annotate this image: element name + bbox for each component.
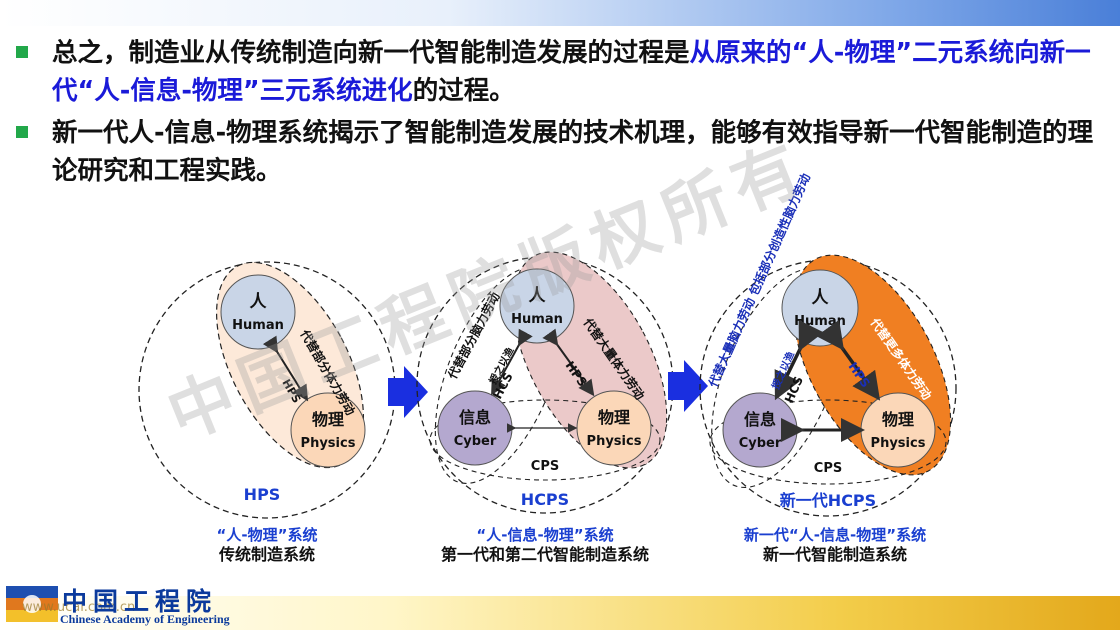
hcps-human-node (499, 268, 575, 344)
hcps-human-en: Human (511, 312, 563, 327)
bullet-marker (16, 126, 28, 138)
hps-human-en: Human (232, 318, 284, 333)
bullet-item-2: 新一代人-信息-物理系统揭示了智能制造发展的技术机理，能够有效指导新一代智能制造… (14, 114, 1114, 190)
hps-physics-node (290, 392, 366, 468)
logo-chinese-name: 中国工程院 (62, 587, 218, 616)
hcps-cyber-cn: 信息 (459, 408, 491, 427)
top-gradient-bar (0, 0, 1120, 26)
hps-physics-cn: 物理 (312, 410, 344, 429)
caption-hcps-type: 第一代和第二代智能制造系统 (440, 545, 649, 564)
hps-link-arrow (262, 335, 309, 402)
new-hcps-hps-ellipse (792, 254, 952, 476)
hcps-physics-cn: 物理 (598, 408, 630, 427)
hps-system-label: HPS (244, 485, 281, 504)
logo-url-watermark: www.ucai.com.cn (22, 600, 136, 615)
new-hcps-human-node (781, 269, 859, 347)
bullet-item-1: 总之，制造业从传统制造向新一代智能制造发展的过程是从原来的“人-物理”二元系统向… (14, 34, 1114, 110)
logo-english-name: Chinese Academy of Engineering (60, 612, 230, 626)
hcps-system-label: HCPS (521, 490, 569, 509)
hps-ellipse (216, 261, 364, 469)
evolution-arrow-2 (668, 360, 708, 412)
new-hcps-physics-en: Physics (871, 436, 926, 451)
new-hcps-physics-node (860, 392, 936, 468)
new-hcps-system-label: 新一代HCPS (780, 491, 876, 510)
new-hcps-hcs-arrow (774, 319, 824, 401)
evolution-arrow-1 (388, 366, 428, 418)
bullet-marker (16, 46, 28, 58)
hcps-human-cn: 人 (529, 286, 547, 306)
hps-physics-en: Physics (301, 436, 356, 451)
hps-human-cn: 人 (250, 292, 268, 312)
hcps-physics-node (576, 390, 652, 466)
new-hcps-human-en: Human (794, 314, 846, 329)
caption-hps-type: 传统制造系统 (218, 545, 315, 564)
new-hcps-cyber-cn: 信息 (744, 410, 776, 429)
hcps-hcs-arrow (491, 328, 533, 396)
bullet-1-highlight: 从原来的“人-物理”二元系统向新一代“人-信息-物理”三元系统进化 (52, 38, 1091, 106)
new-hcps-cyber-node (722, 392, 798, 468)
hcps-hps-arrow (542, 328, 595, 397)
cae-logo-emblem (6, 586, 58, 622)
caption-hps-system: “人-物理”系统 (216, 526, 318, 544)
hcps-cps-ellipse (429, 399, 661, 481)
diagram-hps: 人 Human 物理 Physics HPS 代替部分体力劳动 HPS (138, 261, 396, 519)
caption-hcps-system: “人-信息-物理”系统 (476, 526, 614, 544)
diagram-new-hcps: 人 Human 信息 Cyber 物理 Physics 代替大量脑力劳动 包括部… (699, 171, 957, 517)
hps-human-node (220, 274, 296, 350)
hcps-cyber-node (437, 390, 513, 466)
new-hcps-physics-cn: 物理 (882, 410, 914, 429)
new-hcps-cyber-en: Cyber (739, 436, 782, 451)
bullet-1-text-c: 的过程。 (412, 76, 515, 106)
new-hcps-cps-label: CPS (814, 461, 842, 476)
hcps-physics-en: Physics (587, 434, 642, 449)
bullet-1-text-a: 总之，制造业从传统制造向新一代智能制造发展的过程是 (52, 38, 690, 68)
bullet-2-text: 新一代人-信息-物理系统揭示了智能制造发展的技术机理，能够有效指导新一代智能制造… (52, 118, 1094, 186)
hcps-cps-label: CPS (531, 459, 559, 474)
bottom-gradient-bar (0, 596, 1120, 630)
caption-new-hcps-type: 新一代智能制造系统 (762, 545, 907, 564)
new-hcps-hps-arrow (816, 319, 881, 401)
diagram-hcps: 人 Human 信息 Cyber 物理 Physics 代替部分脑力劳动 授之以… (416, 251, 674, 514)
hcps-cyber-en: Cyber (454, 434, 497, 449)
bullet-list: 总之，制造业从传统制造向新一代智能制造发展的过程是从原来的“人-物理”二元系统向… (14, 34, 1114, 190)
new-hcps-human-cn: 人 (812, 288, 830, 308)
caption-new-hcps-system: 新一代“人-信息-物理”系统 (743, 526, 927, 544)
